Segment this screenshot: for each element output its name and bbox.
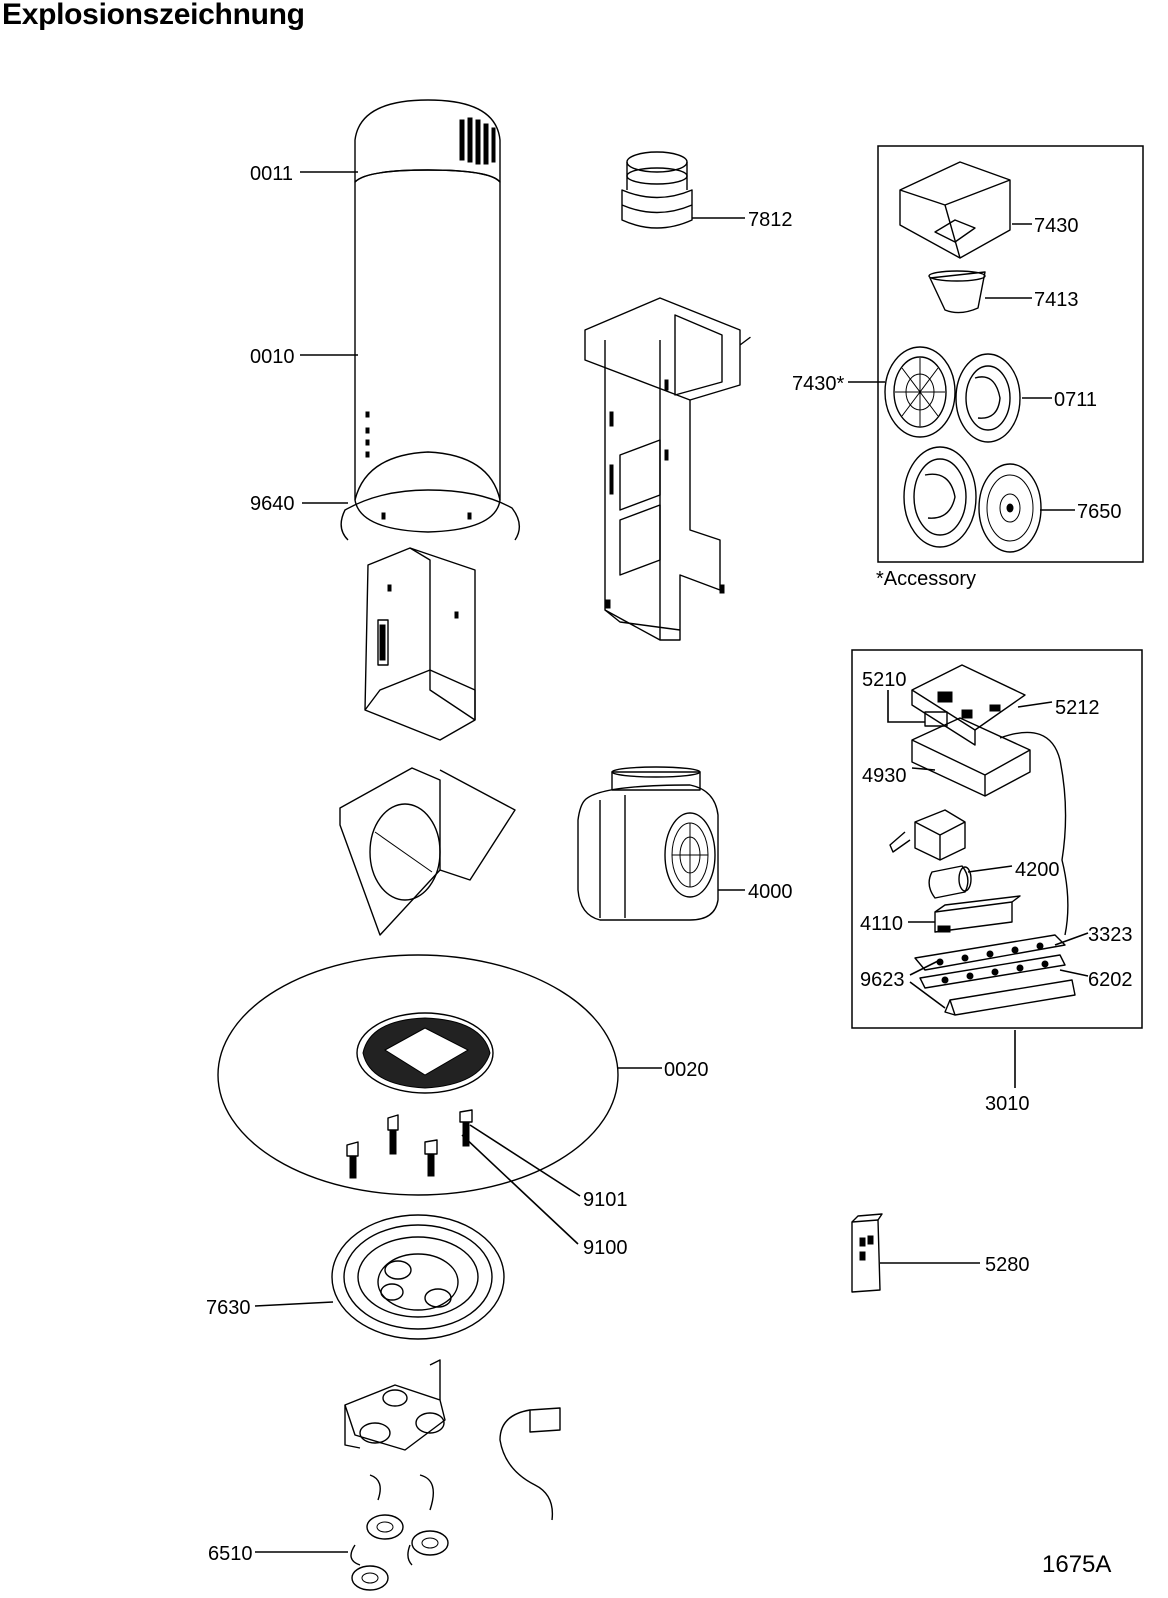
motor-housing [364, 547, 476, 741]
charcoal-filter-right [955, 353, 1021, 443]
label-6510: 6510 [208, 1543, 253, 1565]
label-7812: 7812 [748, 209, 793, 231]
remote-control [851, 1213, 883, 1293]
filter-cover-7650 [978, 463, 1042, 553]
lamp-connector [499, 1407, 561, 1521]
label-4000: 4000 [748, 881, 793, 903]
label-5212: 5212 [1055, 697, 1100, 719]
label-0011: 0011 [250, 163, 293, 185]
label-7413: 7413 [1034, 289, 1079, 311]
page-title: Explosionszeichnung [2, 0, 305, 31]
label-4110: 4110 [860, 913, 903, 935]
transformer [889, 809, 966, 861]
duct-adaptor [621, 151, 693, 229]
control-panel-strip [944, 979, 1076, 1016]
label-0020: 0020 [664, 1059, 709, 1081]
chimney-cover-lower [354, 169, 501, 533]
canopy [217, 954, 619, 1196]
charcoal-filter-left [884, 346, 956, 438]
accessory-box [877, 145, 1144, 563]
chimney-inner-frame [584, 297, 751, 641]
label-9101: 9101 [583, 1189, 628, 1211]
label-9100: 9100 [583, 1237, 628, 1259]
label-7630: 7630 [206, 1297, 251, 1319]
label-9623: 9623 [860, 969, 905, 991]
lamp-bracket [344, 1359, 446, 1451]
label-4930: 4930 [862, 765, 907, 787]
capacitor [928, 865, 972, 899]
drawing-code: 1675A [1042, 1551, 1111, 1578]
blower-motor [577, 766, 719, 921]
label-6202: 6202 [1088, 969, 1133, 991]
label-5280: 5280 [985, 1254, 1030, 1276]
lamps [350, 1474, 449, 1591]
label-5210: 5210 [862, 669, 907, 691]
label-9640: 9640 [250, 493, 295, 515]
label-0010: 0010 [250, 346, 295, 368]
chimney-bracket [340, 489, 520, 541]
label-7430-accessory: 7430* [792, 373, 844, 395]
lamp-frame [331, 1214, 505, 1340]
fan-housing-plate [339, 767, 516, 936]
control-box [911, 717, 1069, 936]
leader-lines [254, 171, 1089, 1553]
label-4200: 4200 [1015, 859, 1060, 881]
filter-frame-left [903, 446, 977, 548]
label-3010: 3010 [985, 1093, 1030, 1115]
label-7430: 7430 [1034, 215, 1079, 237]
filter-reducer [928, 270, 986, 314]
label-3323: 3323 [1088, 924, 1133, 946]
mounting-screws [346, 1109, 473, 1179]
label-7650: 7650 [1077, 501, 1122, 523]
electronics-box [851, 649, 1143, 1029]
switch-board [914, 934, 1066, 989]
label-0711: 0711 [1054, 389, 1097, 411]
charcoal-filter-housing [899, 161, 1011, 259]
ballast [934, 895, 1021, 933]
accessory-note: *Accessory [876, 568, 976, 590]
